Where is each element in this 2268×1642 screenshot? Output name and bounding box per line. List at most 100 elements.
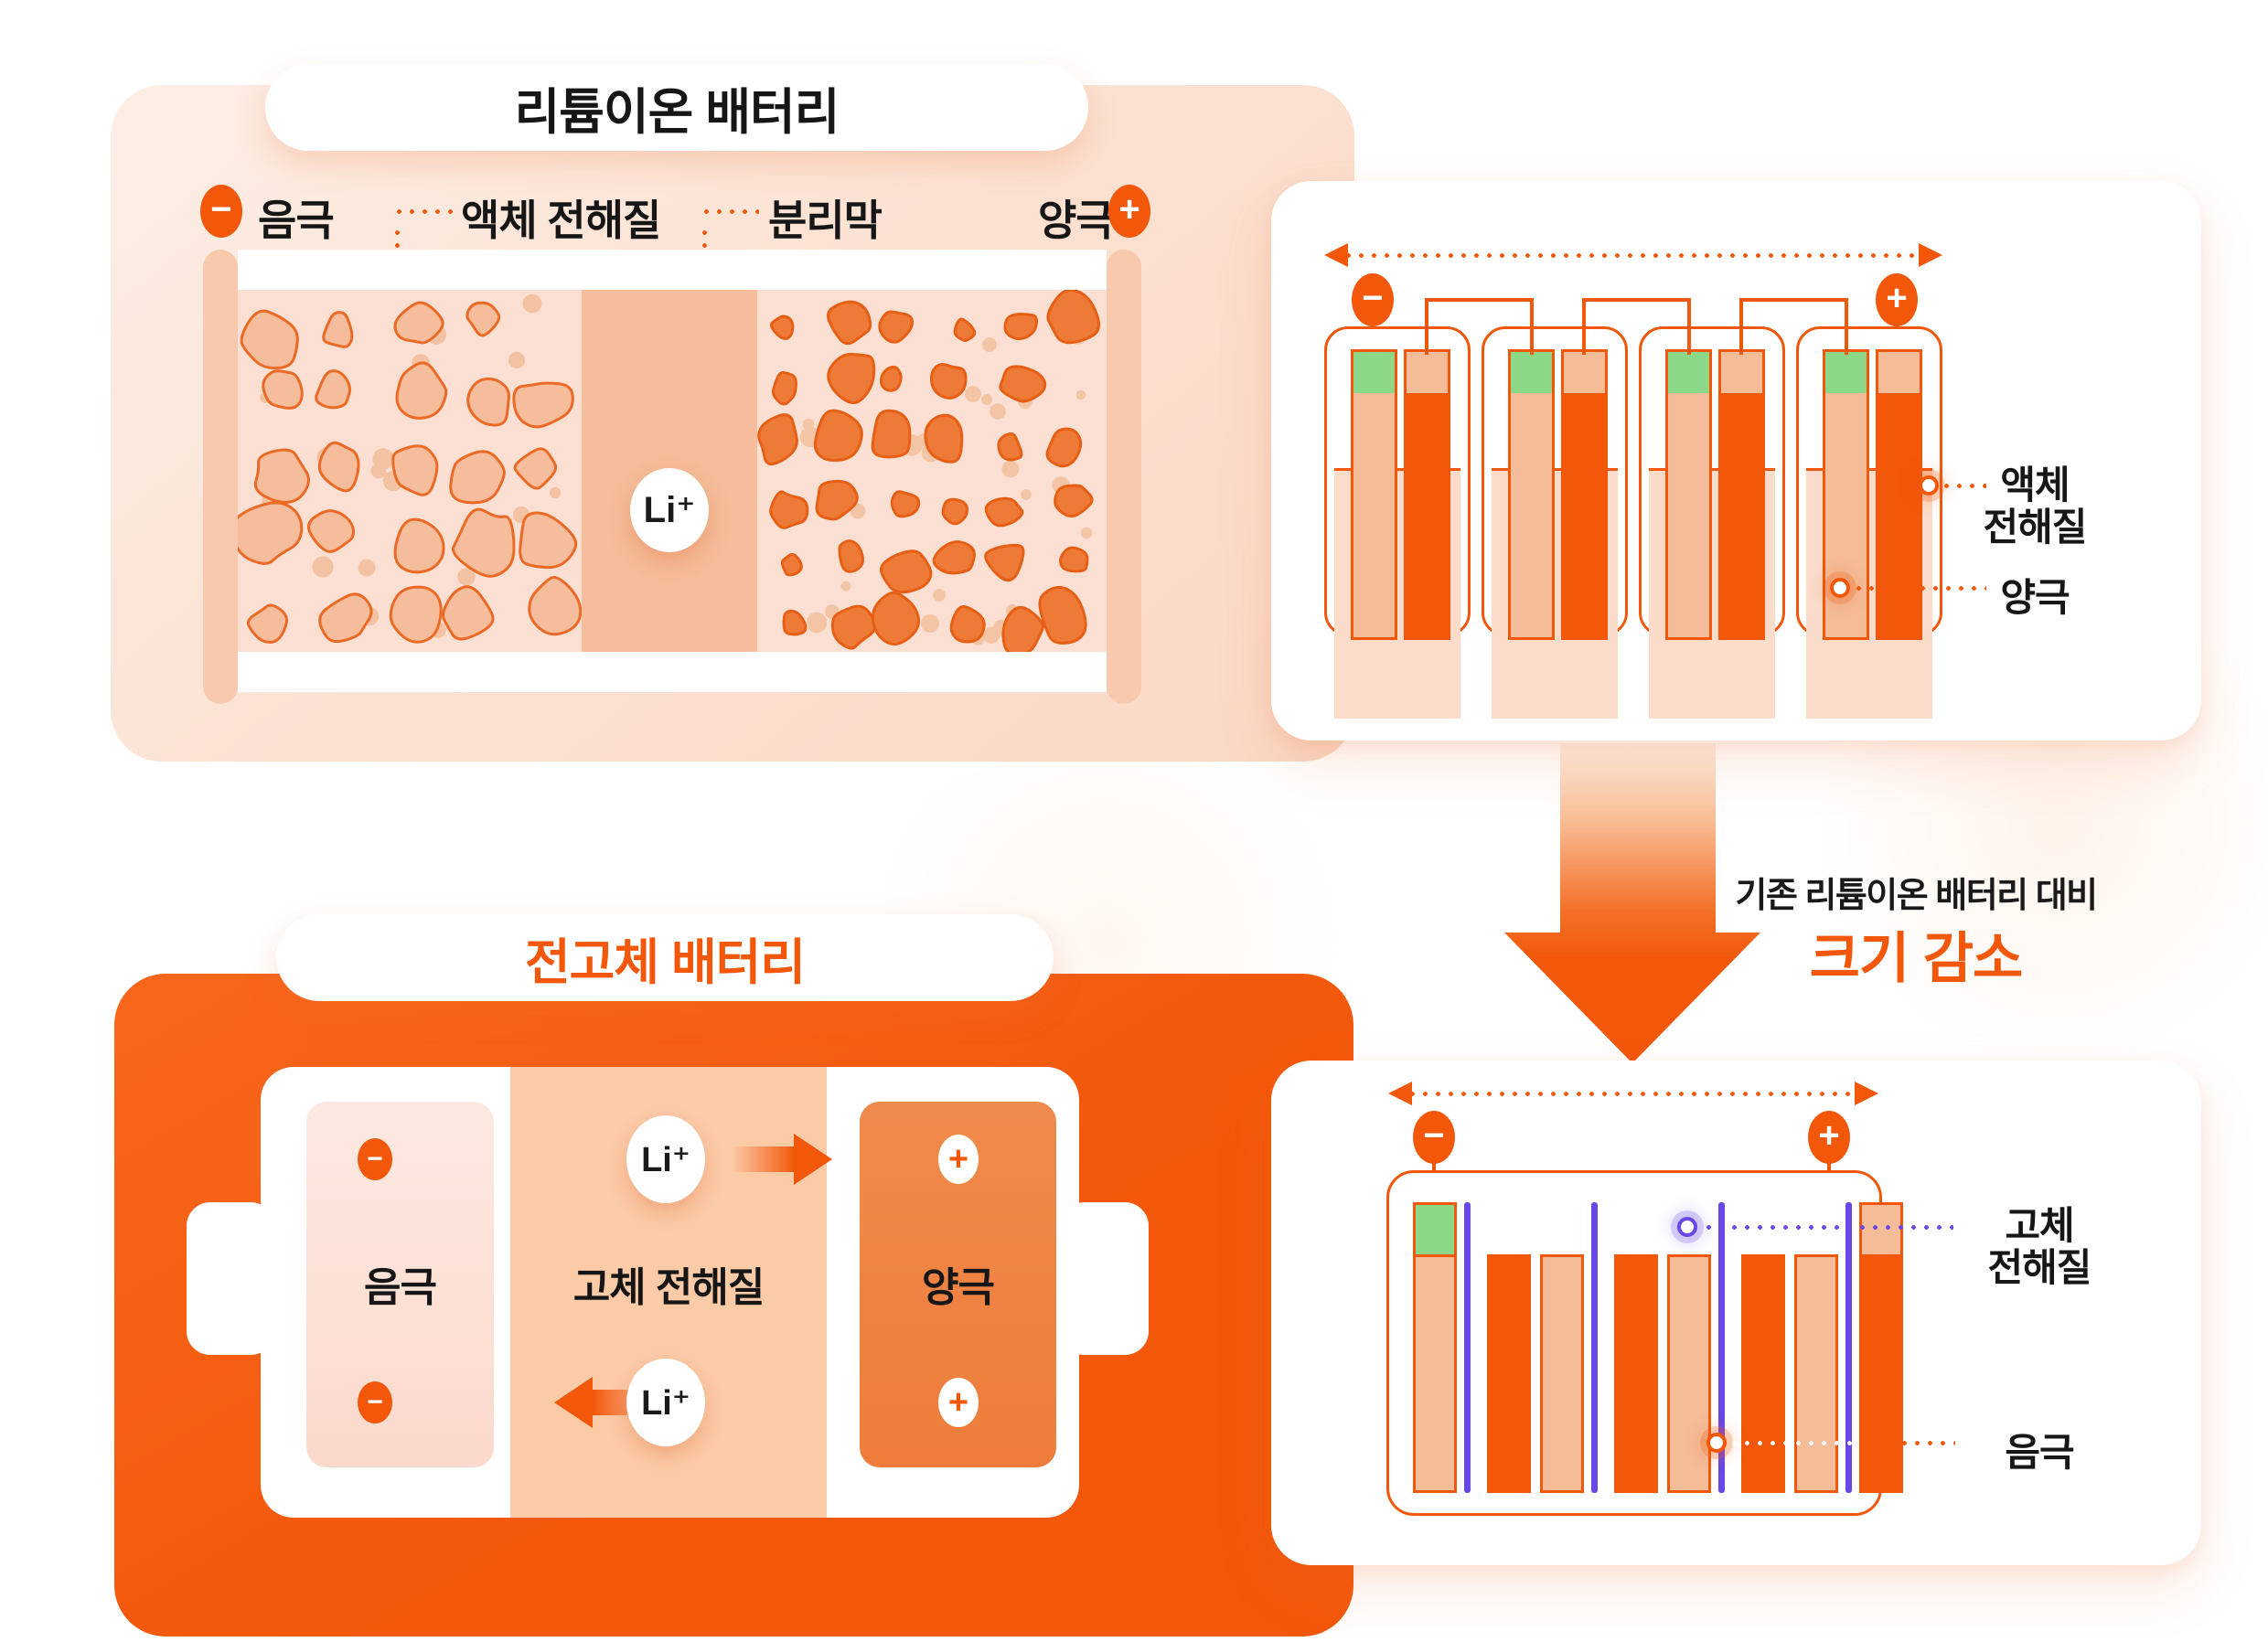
connector-wire — [1530, 298, 1534, 355]
cathode-terminal-cap — [1721, 352, 1762, 393]
leader-line — [397, 209, 454, 214]
cathode-terminal-cap — [1407, 352, 1448, 393]
battery-cell — [1324, 326, 1471, 719]
leader-line — [1864, 1441, 1955, 1445]
separator-label: 분리막 — [768, 197, 883, 244]
anode-bar — [1540, 1254, 1584, 1493]
li-ion-chip: Li⁺ — [626, 1359, 705, 1446]
battery-tab-left — [203, 250, 238, 704]
anode-particles — [238, 293, 582, 645]
cathode-body — [1721, 393, 1762, 637]
pack-anode-dot — [1706, 1433, 1727, 1453]
electrolyte-label: 액체 전해질 — [461, 197, 661, 244]
pack-plus-terminal-icon: + — [1876, 273, 1918, 326]
battery-cell — [1482, 326, 1628, 719]
transition-caption: 기존 리튬이온 배터리 대비 — [1735, 877, 2098, 915]
cathode-body — [1878, 393, 1920, 637]
anode-terminal-cap — [1825, 352, 1867, 393]
cathode-particles — [757, 290, 1101, 652]
arrowhead-right-icon — [1855, 1082, 1878, 1105]
anode-terminal-cap — [1511, 352, 1552, 393]
flow-arrow-right-icon — [794, 1134, 832, 1185]
connector-wire — [1582, 298, 1586, 355]
width-arrow-line — [1346, 253, 1922, 258]
anode-bar — [1665, 349, 1712, 640]
anode-terminal-cap — [1413, 1202, 1457, 1257]
leader-line — [1706, 1225, 1953, 1230]
cathode-terminal-cap — [1878, 352, 1920, 393]
connector-wire — [1425, 298, 1534, 302]
connector-wire — [1739, 298, 1743, 355]
minus-terminal-icon: − — [200, 185, 242, 238]
minus-icon: − — [358, 1138, 392, 1180]
solid-cathode-label: 양극 — [922, 1265, 995, 1310]
anode-body — [1511, 393, 1552, 637]
solid-electrolyte-separator — [1845, 1202, 1852, 1493]
flow-arrow-left-icon — [554, 1377, 593, 1428]
cathode-bar — [1741, 1254, 1785, 1493]
cathode-bar — [1614, 1254, 1658, 1493]
plus-terminal-icon: + — [1108, 185, 1150, 238]
cathode-bar — [1718, 349, 1765, 640]
width-arrow-line — [1410, 1092, 1858, 1096]
anode-bar — [1823, 349, 1869, 640]
anode-terminal-cap — [1353, 352, 1395, 393]
connector-wire — [1425, 298, 1428, 355]
battery-cell — [1796, 326, 1942, 719]
pack-minus-terminal-icon: − — [1413, 1111, 1455, 1164]
leader-line — [1732, 1441, 1860, 1445]
liion-title-pill: 리튬이온 배터리 — [265, 64, 1088, 151]
solid-anode-block — [306, 1102, 494, 1467]
anode-body — [1668, 393, 1709, 637]
anode-bar — [1794, 1254, 1838, 1493]
connector-wire — [1687, 298, 1691, 355]
pack-cathode-dot — [1830, 578, 1850, 598]
battery-cell — [1639, 326, 1785, 719]
cathode-bar — [1561, 349, 1608, 640]
transition-headline: 크기 감소 — [1809, 928, 2023, 989]
connector-wire — [1739, 298, 1848, 302]
liion-cross-section — [238, 290, 1107, 652]
arrowhead-left-icon — [1388, 1082, 1412, 1105]
minus-icon: − — [358, 1381, 392, 1423]
leader-line — [1944, 484, 1986, 488]
solid-title: 전고체 배터리 — [524, 935, 806, 990]
anode-label: 음극 — [258, 197, 335, 244]
solid-electrolyte-separator — [1591, 1202, 1598, 1493]
cathode-terminal-cap — [1564, 352, 1605, 393]
anode-terminal-cap — [1668, 352, 1709, 393]
solid-battery-tab-left — [187, 1202, 274, 1355]
cathode-label: 양극 — [1038, 197, 1115, 244]
leader-line — [1856, 586, 1986, 591]
cathode-bar — [1876, 349, 1922, 640]
anode-body — [1825, 393, 1867, 637]
connector-wire — [1845, 298, 1848, 355]
arrowhead-right-icon — [1919, 243, 1942, 267]
anode-body — [1353, 393, 1395, 637]
solid-electrolyte-separator — [1464, 1202, 1471, 1493]
li-ion-chip: Li⁺ — [630, 468, 709, 552]
cathode-bar — [1404, 349, 1450, 640]
leader-line — [704, 209, 759, 214]
pack-plus-terminal-icon: + — [1808, 1111, 1850, 1164]
cathode-terminal-cap — [1859, 1202, 1903, 1257]
cathode-body — [1407, 393, 1448, 637]
pack-electrolyte-label: 액체 전해질 — [1983, 464, 2088, 549]
battery-tab-right — [1107, 250, 1141, 704]
anode-bar — [1351, 349, 1397, 640]
plus-icon: + — [938, 1378, 979, 1427]
solid-electrolyte-label: 고체 전해질 — [572, 1265, 765, 1310]
pack-solid-electrolyte-label: 고체 전해질 — [1987, 1204, 2092, 1289]
cathode-bar — [1487, 1254, 1531, 1493]
flow-arrow-tail — [732, 1146, 796, 1172]
liquid-electrolyte-dot — [1919, 475, 1939, 496]
pack-cathode-label: 양극 — [2000, 576, 2070, 619]
connector-wire — [1582, 298, 1691, 302]
liion-title: 리튬이온 배터리 — [514, 85, 840, 140]
pack-anode-label: 음극 — [2005, 1431, 2074, 1474]
anode-bar — [1667, 1254, 1711, 1493]
solid-title-pill: 전고체 배터리 — [276, 914, 1054, 1001]
solid-electrolyte-separator — [1718, 1202, 1725, 1493]
